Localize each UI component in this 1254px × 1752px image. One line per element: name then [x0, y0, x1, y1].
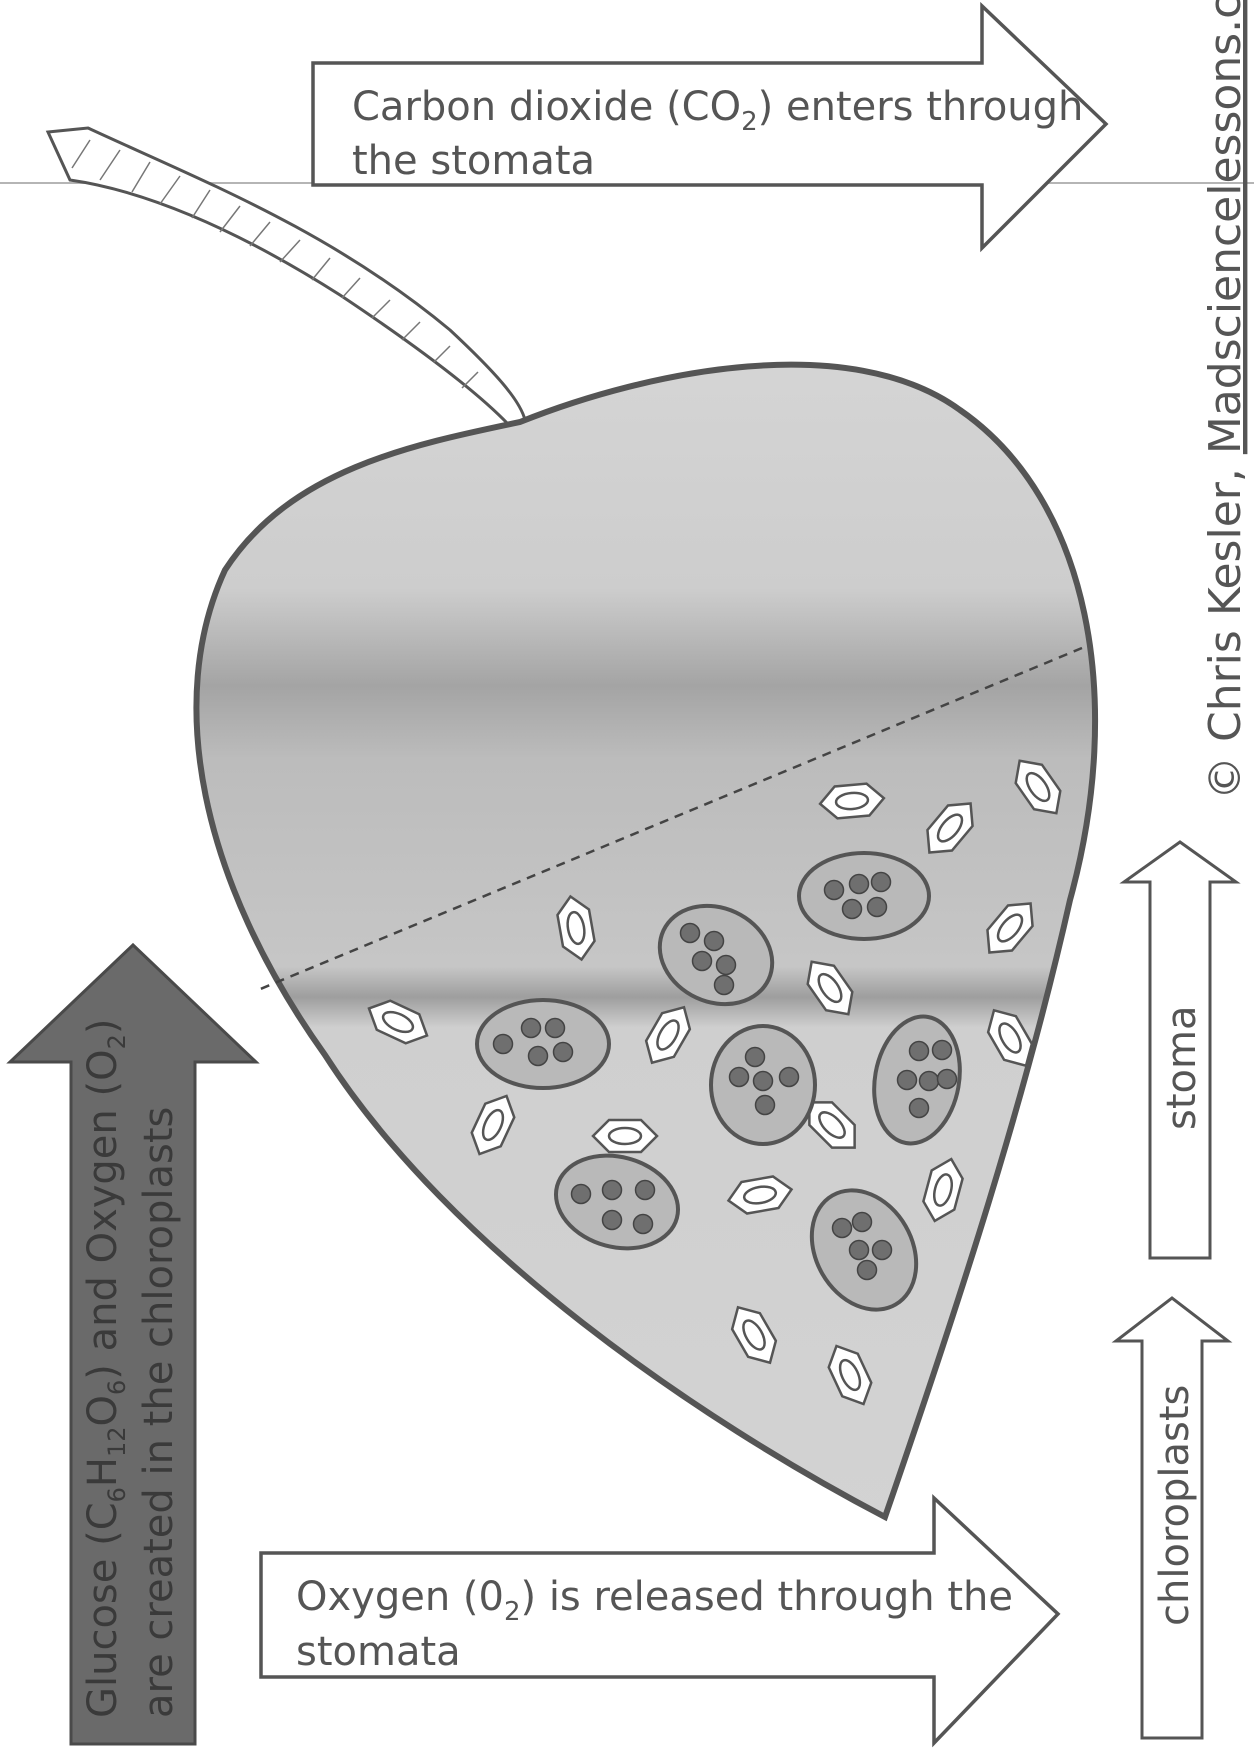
glucose-label-line1: Glucose (C6H12O6) and Oxygen (O2) — [80, 1019, 131, 1718]
stoma-arrow: stoma — [1124, 842, 1236, 1258]
o2-label-pre: Oxygen (0 — [296, 1574, 504, 1620]
glucose-label-c: O — [80, 1395, 126, 1426]
leaf — [150, 320, 1150, 1540]
o2-label-sub: 2 — [504, 1597, 521, 1627]
copyright-text: © Chris Kesler, Madsciencelessons.com, 2 — [1200, 0, 1251, 800]
o2-arrow: Oxygen (02) is released through the stom… — [261, 1498, 1058, 1743]
stoma-icon — [593, 1120, 657, 1152]
glucose-label-d: ) and Oxygen (O — [80, 1049, 126, 1379]
chloroplast-icon — [799, 853, 929, 939]
co2-label-sub: 2 — [741, 107, 758, 137]
copyright-site: Madsciencelessons.com — [1200, 0, 1251, 454]
chloroplast-icon — [711, 1026, 815, 1144]
copyright-prefix: © Chris Kesler, — [1200, 454, 1251, 800]
glucose-label-a: Glucose (C — [80, 1502, 126, 1718]
glucose-arrow: Glucose (C6H12O6) and Oxygen (O2) are cr… — [10, 945, 256, 1744]
glucose-sub-3: 6 — [103, 1380, 131, 1395]
co2-arrow: Carbon dioxide (CO2) enters through the … — [313, 6, 1106, 248]
glucose-label-line2: are created in the chloroplasts — [136, 1107, 182, 1718]
co2-label-post: ) enters through — [758, 84, 1084, 130]
co2-label-line1: Carbon dioxide (CO2) enters through — [352, 84, 1083, 137]
o2-arrow-shape — [261, 1498, 1058, 1743]
glucose-arrow-shape — [10, 945, 256, 1744]
o2-label-line1: Oxygen (02) is released through the — [296, 1574, 1013, 1627]
stoma-label: stoma — [1159, 1006, 1205, 1130]
co2-label-line2: the stomata — [352, 138, 595, 184]
o2-label-post: ) is released through the — [521, 1574, 1013, 1620]
o2-label-line2: stomata — [296, 1629, 461, 1675]
glucose-sub-4: 2 — [103, 1034, 131, 1049]
glucose-sub-1: 6 — [103, 1487, 131, 1502]
chloroplasts-label: chloroplasts — [1152, 1385, 1198, 1626]
glucose-sub-2: 12 — [103, 1426, 131, 1457]
glucose-label-e: ) — [80, 1019, 126, 1035]
glucose-label-b: H — [80, 1457, 126, 1487]
chloroplasts-arrow: chloroplasts — [1116, 1298, 1228, 1738]
chloroplast-icon — [477, 1000, 609, 1088]
co2-label-pre: Carbon dioxide (CO — [352, 84, 741, 130]
